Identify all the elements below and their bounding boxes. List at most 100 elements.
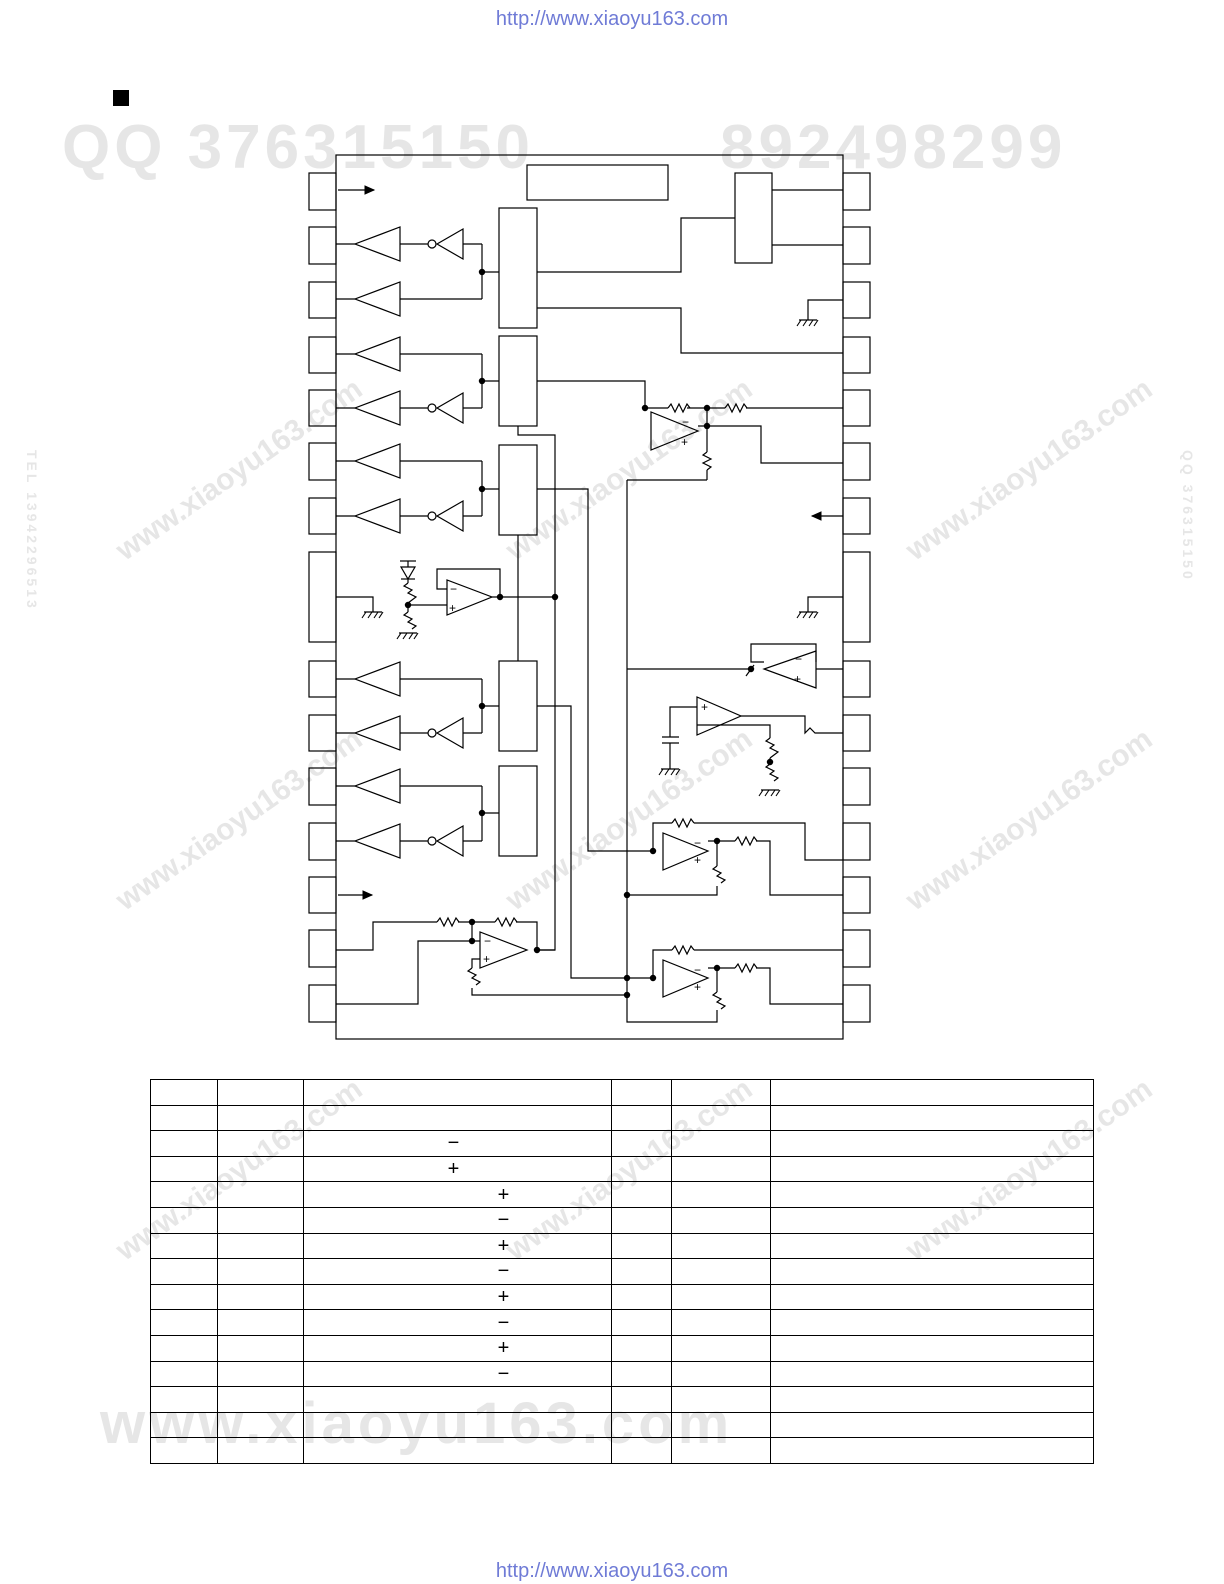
buffer-icon xyxy=(353,768,401,804)
table-cell xyxy=(217,1334,304,1362)
table-cell: + xyxy=(303,1334,612,1362)
diode-icon xyxy=(399,566,417,581)
table-cell: + xyxy=(303,1283,612,1311)
table-cell xyxy=(671,1437,771,1464)
table-cell: − xyxy=(303,1258,612,1285)
table-cell: − xyxy=(303,1206,612,1234)
cell-text: − xyxy=(497,1362,510,1385)
buffer-icon xyxy=(353,226,401,262)
table-cell xyxy=(611,1232,672,1260)
table-cell xyxy=(217,1232,304,1260)
resistor-icon xyxy=(402,582,418,604)
table-cell xyxy=(671,1283,771,1311)
resistor-icon xyxy=(764,737,780,759)
resistor-icon xyxy=(764,763,780,782)
pin-left xyxy=(308,714,337,752)
inverter-bubble xyxy=(427,511,437,521)
cell-text: + xyxy=(497,1234,510,1257)
table-cell xyxy=(150,1411,218,1439)
table-cell xyxy=(671,1155,771,1183)
wire xyxy=(694,822,843,861)
table-cell xyxy=(671,1206,771,1234)
table-cell xyxy=(671,1258,771,1285)
table-row: + xyxy=(150,1155,1094,1183)
wire xyxy=(627,886,718,896)
table-row: − xyxy=(150,1258,1094,1285)
ground-icon xyxy=(796,611,819,619)
junction-dot xyxy=(533,946,541,954)
wire xyxy=(756,967,843,1005)
inverter-bubble xyxy=(427,728,437,738)
opamp-icon xyxy=(762,650,817,689)
table-cell xyxy=(150,1258,218,1285)
table-cell xyxy=(671,1334,771,1362)
wire xyxy=(537,488,653,852)
cell-text: − xyxy=(447,1132,460,1155)
cell-text: + xyxy=(447,1158,460,1181)
buffer-icon xyxy=(353,661,401,697)
table-cell xyxy=(671,1079,771,1106)
table-row: − xyxy=(150,1309,1094,1336)
table-cell xyxy=(217,1283,304,1311)
opamp-minus: − xyxy=(694,963,701,977)
pin-right xyxy=(842,660,871,698)
pin-left xyxy=(308,767,337,806)
table-cell xyxy=(150,1155,218,1183)
pin-right xyxy=(842,497,871,535)
cell-text: − xyxy=(497,1260,510,1283)
wire xyxy=(707,425,843,464)
table-cell xyxy=(611,1411,672,1439)
wire xyxy=(537,217,735,273)
table-cell xyxy=(611,1258,672,1285)
resistor-icon xyxy=(701,451,713,471)
table-cell xyxy=(671,1181,771,1208)
buffer-icon xyxy=(353,336,401,372)
table-cell xyxy=(150,1079,218,1106)
table-cell xyxy=(150,1309,218,1336)
wire xyxy=(750,643,817,663)
opamp-plus: + xyxy=(794,672,801,686)
table-cell xyxy=(770,1334,1094,1362)
table-cell xyxy=(770,1386,1094,1413)
table-cell xyxy=(611,1360,672,1388)
ground-icon xyxy=(758,789,781,797)
table-cell xyxy=(770,1360,1094,1388)
inverter-bubble xyxy=(427,403,437,413)
table-cell xyxy=(150,1334,218,1362)
pin-right xyxy=(842,984,871,1023)
resistor-icon xyxy=(671,944,695,956)
wire xyxy=(652,949,672,978)
table-cell xyxy=(150,1130,218,1157)
pin-left xyxy=(308,336,337,374)
opamp-minus: − xyxy=(795,652,802,666)
resistor-icon xyxy=(667,402,691,414)
table-cell xyxy=(770,1283,1094,1311)
table-row xyxy=(150,1104,1094,1132)
table-row: − xyxy=(150,1360,1094,1388)
wire xyxy=(336,921,437,951)
table-row: + xyxy=(150,1283,1094,1311)
pin-right xyxy=(842,822,871,861)
table-cell xyxy=(303,1104,612,1132)
table-cell xyxy=(611,1206,672,1234)
ground-icon xyxy=(361,611,384,619)
table-cell xyxy=(611,1181,672,1208)
table-cell xyxy=(217,1206,304,1234)
buffer-icon xyxy=(353,390,401,426)
inverter-icon xyxy=(435,227,464,261)
resistor-icon xyxy=(402,611,418,630)
table-row xyxy=(150,1386,1094,1413)
resistor-icon xyxy=(734,962,758,974)
opamp-plus: + xyxy=(694,853,701,867)
table-cell xyxy=(611,1283,672,1311)
wire xyxy=(697,724,771,738)
opamp-minus: − xyxy=(450,582,457,596)
inverter-icon xyxy=(435,716,464,750)
table-cell xyxy=(150,1232,218,1260)
resistor-icon xyxy=(711,991,727,1010)
table-cell xyxy=(611,1104,672,1132)
cell-text: − xyxy=(497,1209,510,1232)
table-cell xyxy=(611,1309,672,1336)
opamp-plus: + xyxy=(681,435,688,449)
pin-left xyxy=(308,281,337,319)
